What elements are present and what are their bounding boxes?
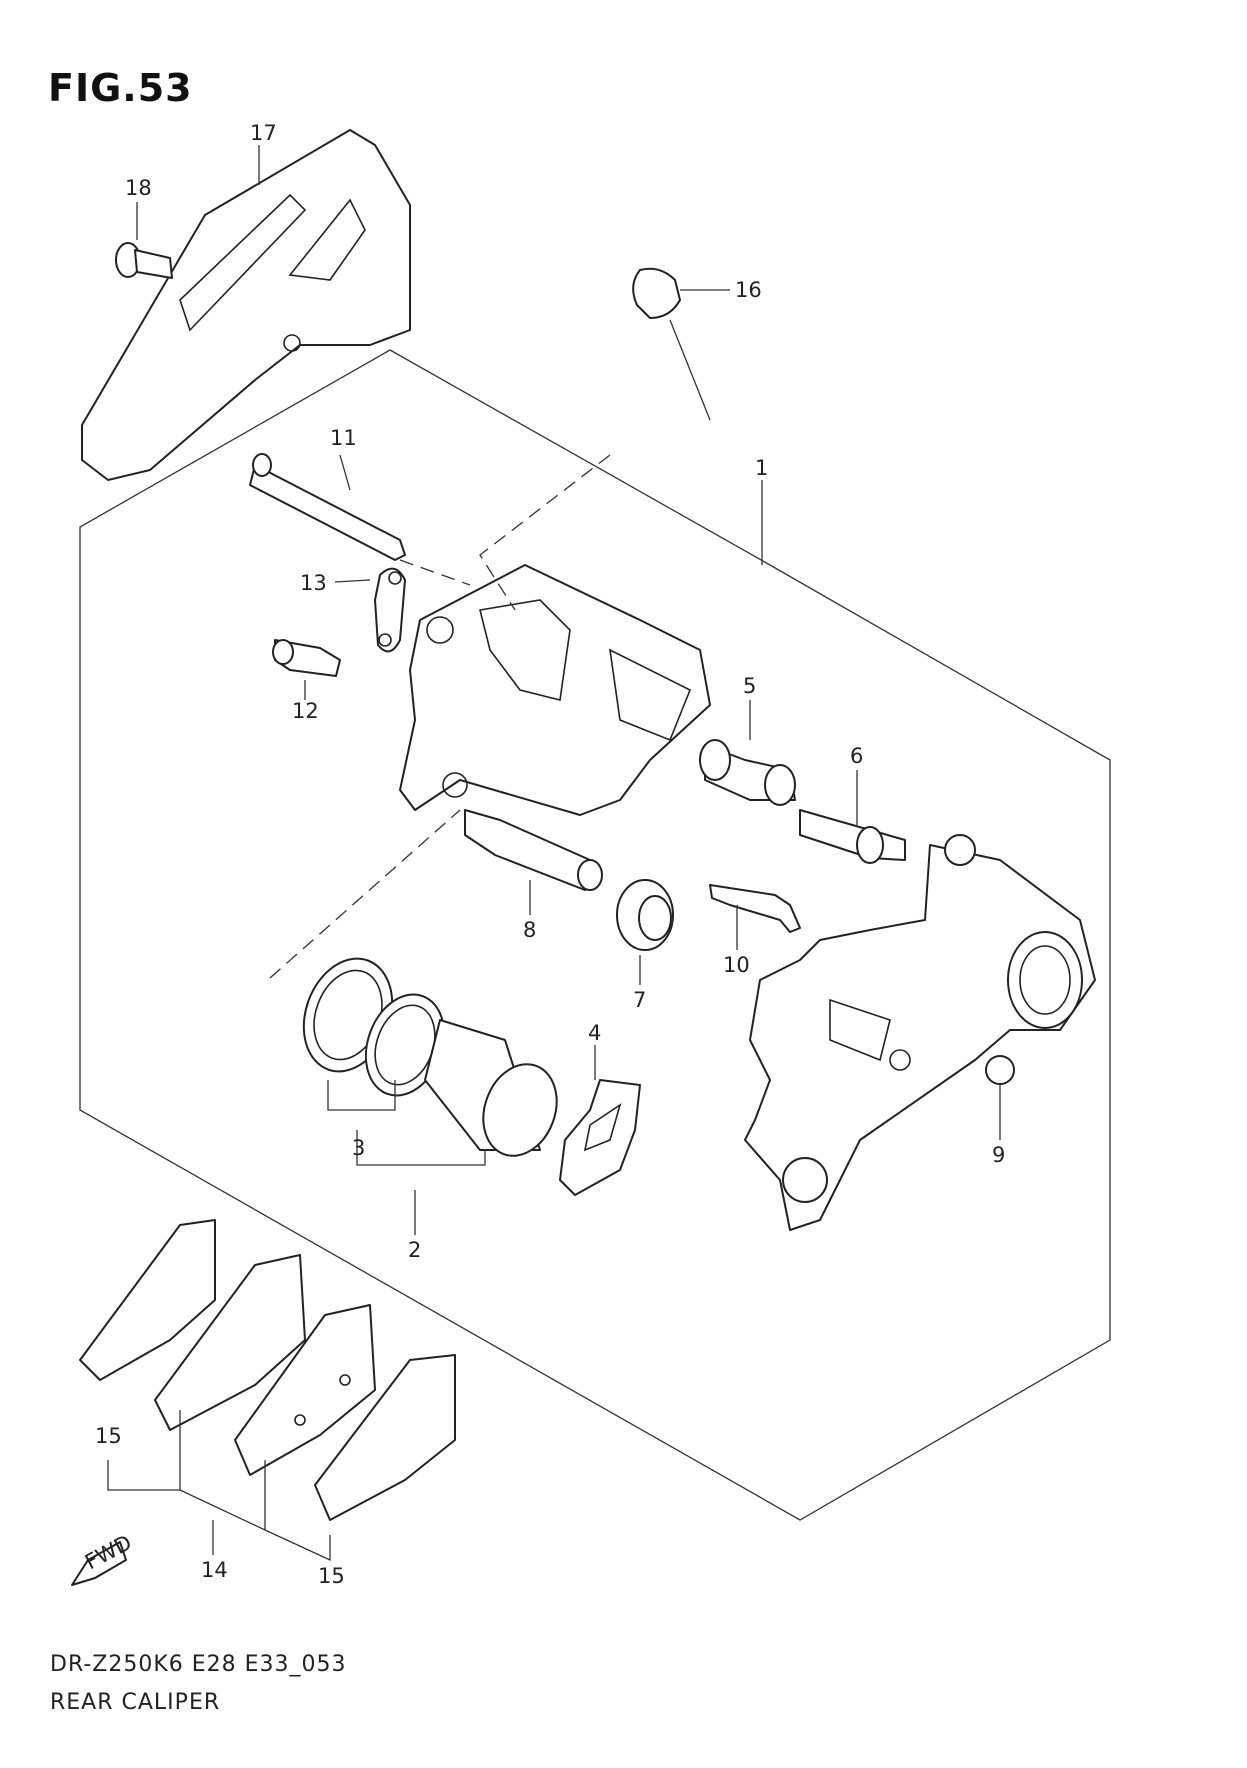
piston-seal-part	[302, 957, 446, 1097]
dashed-reference-lines	[269, 454, 611, 979]
forward-direction-icon: FWD	[71, 1530, 136, 1586]
callout-9: 9	[992, 1143, 1005, 1167]
callout-7: 7	[633, 988, 646, 1012]
callout-14: 14	[201, 1558, 228, 1582]
chain-guard-part	[81, 129, 411, 481]
callout-18: 18	[125, 176, 152, 200]
pad-shim-part	[559, 1079, 641, 1196]
spring-part	[709, 884, 801, 933]
callout-5: 5	[743, 674, 756, 698]
callout-8: 8	[523, 918, 536, 942]
callout-13: 13	[300, 571, 327, 595]
section-name: REAR CALIPER	[50, 1690, 221, 1715]
assembly-outline	[79, 349, 1111, 1521]
bolt-part	[115, 242, 173, 279]
piston-part	[424, 1019, 558, 1157]
bracket-clip-part	[374, 567, 406, 653]
figure-title: FIG.53	[48, 66, 193, 110]
sleeve-part	[699, 739, 796, 806]
callout-17: 17	[250, 121, 277, 145]
callout-labels: 1 2 3 4 5 6 7 8 9 10 11 12 13 14 15 15 1…	[95, 121, 1005, 1588]
brake-pad-part	[79, 1219, 456, 1521]
bolt-6-part	[799, 809, 906, 864]
callout-12: 12	[292, 699, 319, 723]
caliper-body-part	[399, 564, 711, 816]
callout-16: 16	[735, 278, 762, 302]
leader-lines	[107, 145, 1001, 1562]
callout-4: 4	[588, 1021, 601, 1045]
callout-2: 2	[408, 1238, 421, 1262]
cap-part	[632, 267, 681, 319]
callout-1: 1	[755, 456, 768, 480]
callout-6: 6	[850, 744, 863, 768]
caliper-bracket-part	[744, 834, 1096, 1231]
bleeder-valve-part	[272, 639, 341, 677]
pin-part	[249, 453, 406, 561]
callout-15a: 15	[95, 1424, 122, 1448]
model-code: DR-Z250K6 E28 E33_053	[50, 1652, 347, 1677]
callout-10: 10	[723, 953, 750, 977]
slide-pin-part	[464, 809, 603, 891]
callout-15b: 15	[318, 1564, 345, 1588]
boot-part	[616, 879, 674, 951]
callout-3: 3	[352, 1136, 365, 1160]
callout-11: 11	[330, 426, 357, 450]
